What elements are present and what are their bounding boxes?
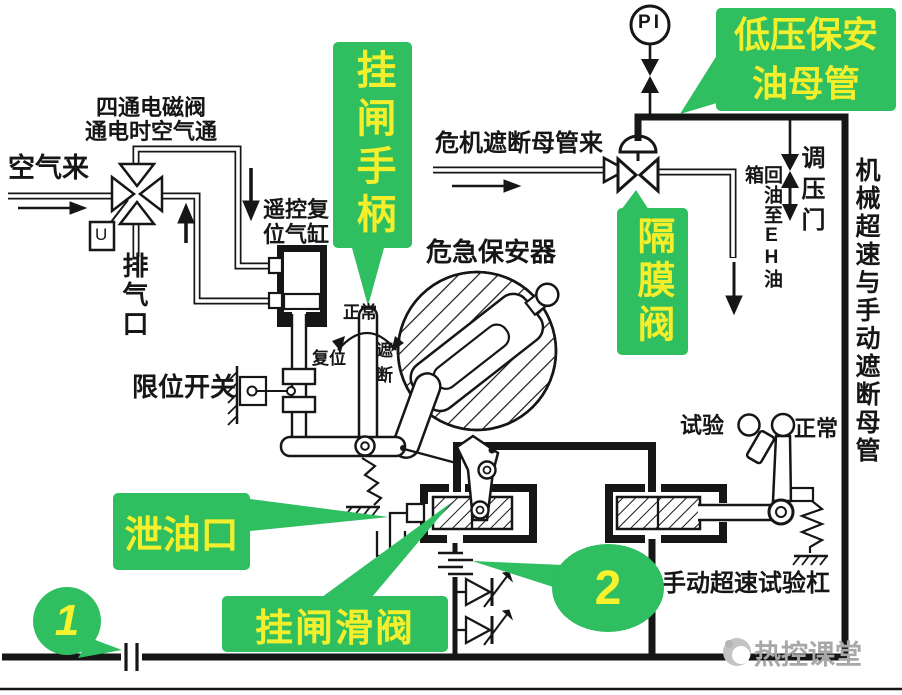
lever-spring xyxy=(344,457,383,517)
label-emergency-governor: 危急保安器 xyxy=(426,237,557,267)
pressure-valve-branch xyxy=(781,117,799,221)
pi-gauge-circle xyxy=(629,4,671,46)
orifice-symbol xyxy=(438,551,473,576)
emergency-governor-symbol xyxy=(391,270,560,459)
label-pressure-valve: 调压门 xyxy=(797,145,824,238)
watermark-logo xyxy=(723,638,751,666)
striker-crank xyxy=(455,434,500,522)
label-lever-normal: 正常 xyxy=(794,416,839,441)
governor-pawl xyxy=(391,372,442,459)
manual-test-lever-symbol xyxy=(737,412,815,526)
marker-1-badge: 1 xyxy=(33,587,101,655)
label-manual-test-lever: 手动超速试验杠 xyxy=(662,570,830,597)
four-way-valve-symbol xyxy=(88,162,164,252)
callout-lp-oil-header: 低压保安 油母管 xyxy=(716,8,896,111)
pi-gauge-branch xyxy=(629,4,671,117)
watermark-text: 热控课堂 xyxy=(754,640,862,670)
label-handle-reset: 复位 xyxy=(312,349,346,368)
callout-drain-port: 泄油口 xyxy=(113,493,250,570)
callout-tails xyxy=(78,55,717,658)
callout-diaphragm-valve: 隔膜阀 xyxy=(617,208,688,355)
check-valve-1 xyxy=(455,571,514,608)
limit-switch-symbol xyxy=(227,366,296,426)
callout-latch-slide-valve: 挂闸滑阀 xyxy=(222,596,448,652)
label-oil-return: 回油至EH油箱 xyxy=(742,165,782,289)
piston-rod xyxy=(281,314,317,440)
label-solenoid-note: 四通电磁阀 通电时空气通 xyxy=(84,95,217,144)
label-limit-switch: 限位开关 xyxy=(132,372,237,402)
label-handle-trip: 遮断 xyxy=(373,341,392,391)
label-handle-normal: 正常 xyxy=(343,303,377,322)
solenoid-u-label: U xyxy=(95,225,108,244)
pi-gauge-label: PI xyxy=(638,12,662,33)
latch-handle-symbol xyxy=(332,305,404,453)
air-piping xyxy=(8,145,280,305)
label-crisis-header: 危机遮断母管来 xyxy=(435,130,603,157)
solenoid-coil-box xyxy=(88,220,116,252)
check-valve-2 xyxy=(455,609,514,646)
label-lever-test: 试验 xyxy=(680,413,725,438)
reset-cylinder-symbol xyxy=(267,245,327,330)
trip-lever-symbol xyxy=(279,435,461,466)
diaphragm-valve-symbol xyxy=(616,134,660,195)
callout-latch-handle: 挂闸手柄 xyxy=(333,42,412,248)
test-valve-rod xyxy=(698,503,782,522)
label-exhaust-port: 排气口 xyxy=(119,252,149,339)
crisis-header-pipe xyxy=(433,155,737,258)
label-right-header: 机械超速与手动遮断母管 xyxy=(852,157,880,465)
slide-valve-pistons xyxy=(431,495,702,531)
flow-arrows xyxy=(18,168,743,316)
test-lever-spring xyxy=(792,500,828,566)
label-reset-cylinder: 遥控复位气缸 xyxy=(263,197,330,248)
label-air-in: 空气来 xyxy=(8,153,89,183)
marker-2-badge: 2 xyxy=(552,544,664,632)
